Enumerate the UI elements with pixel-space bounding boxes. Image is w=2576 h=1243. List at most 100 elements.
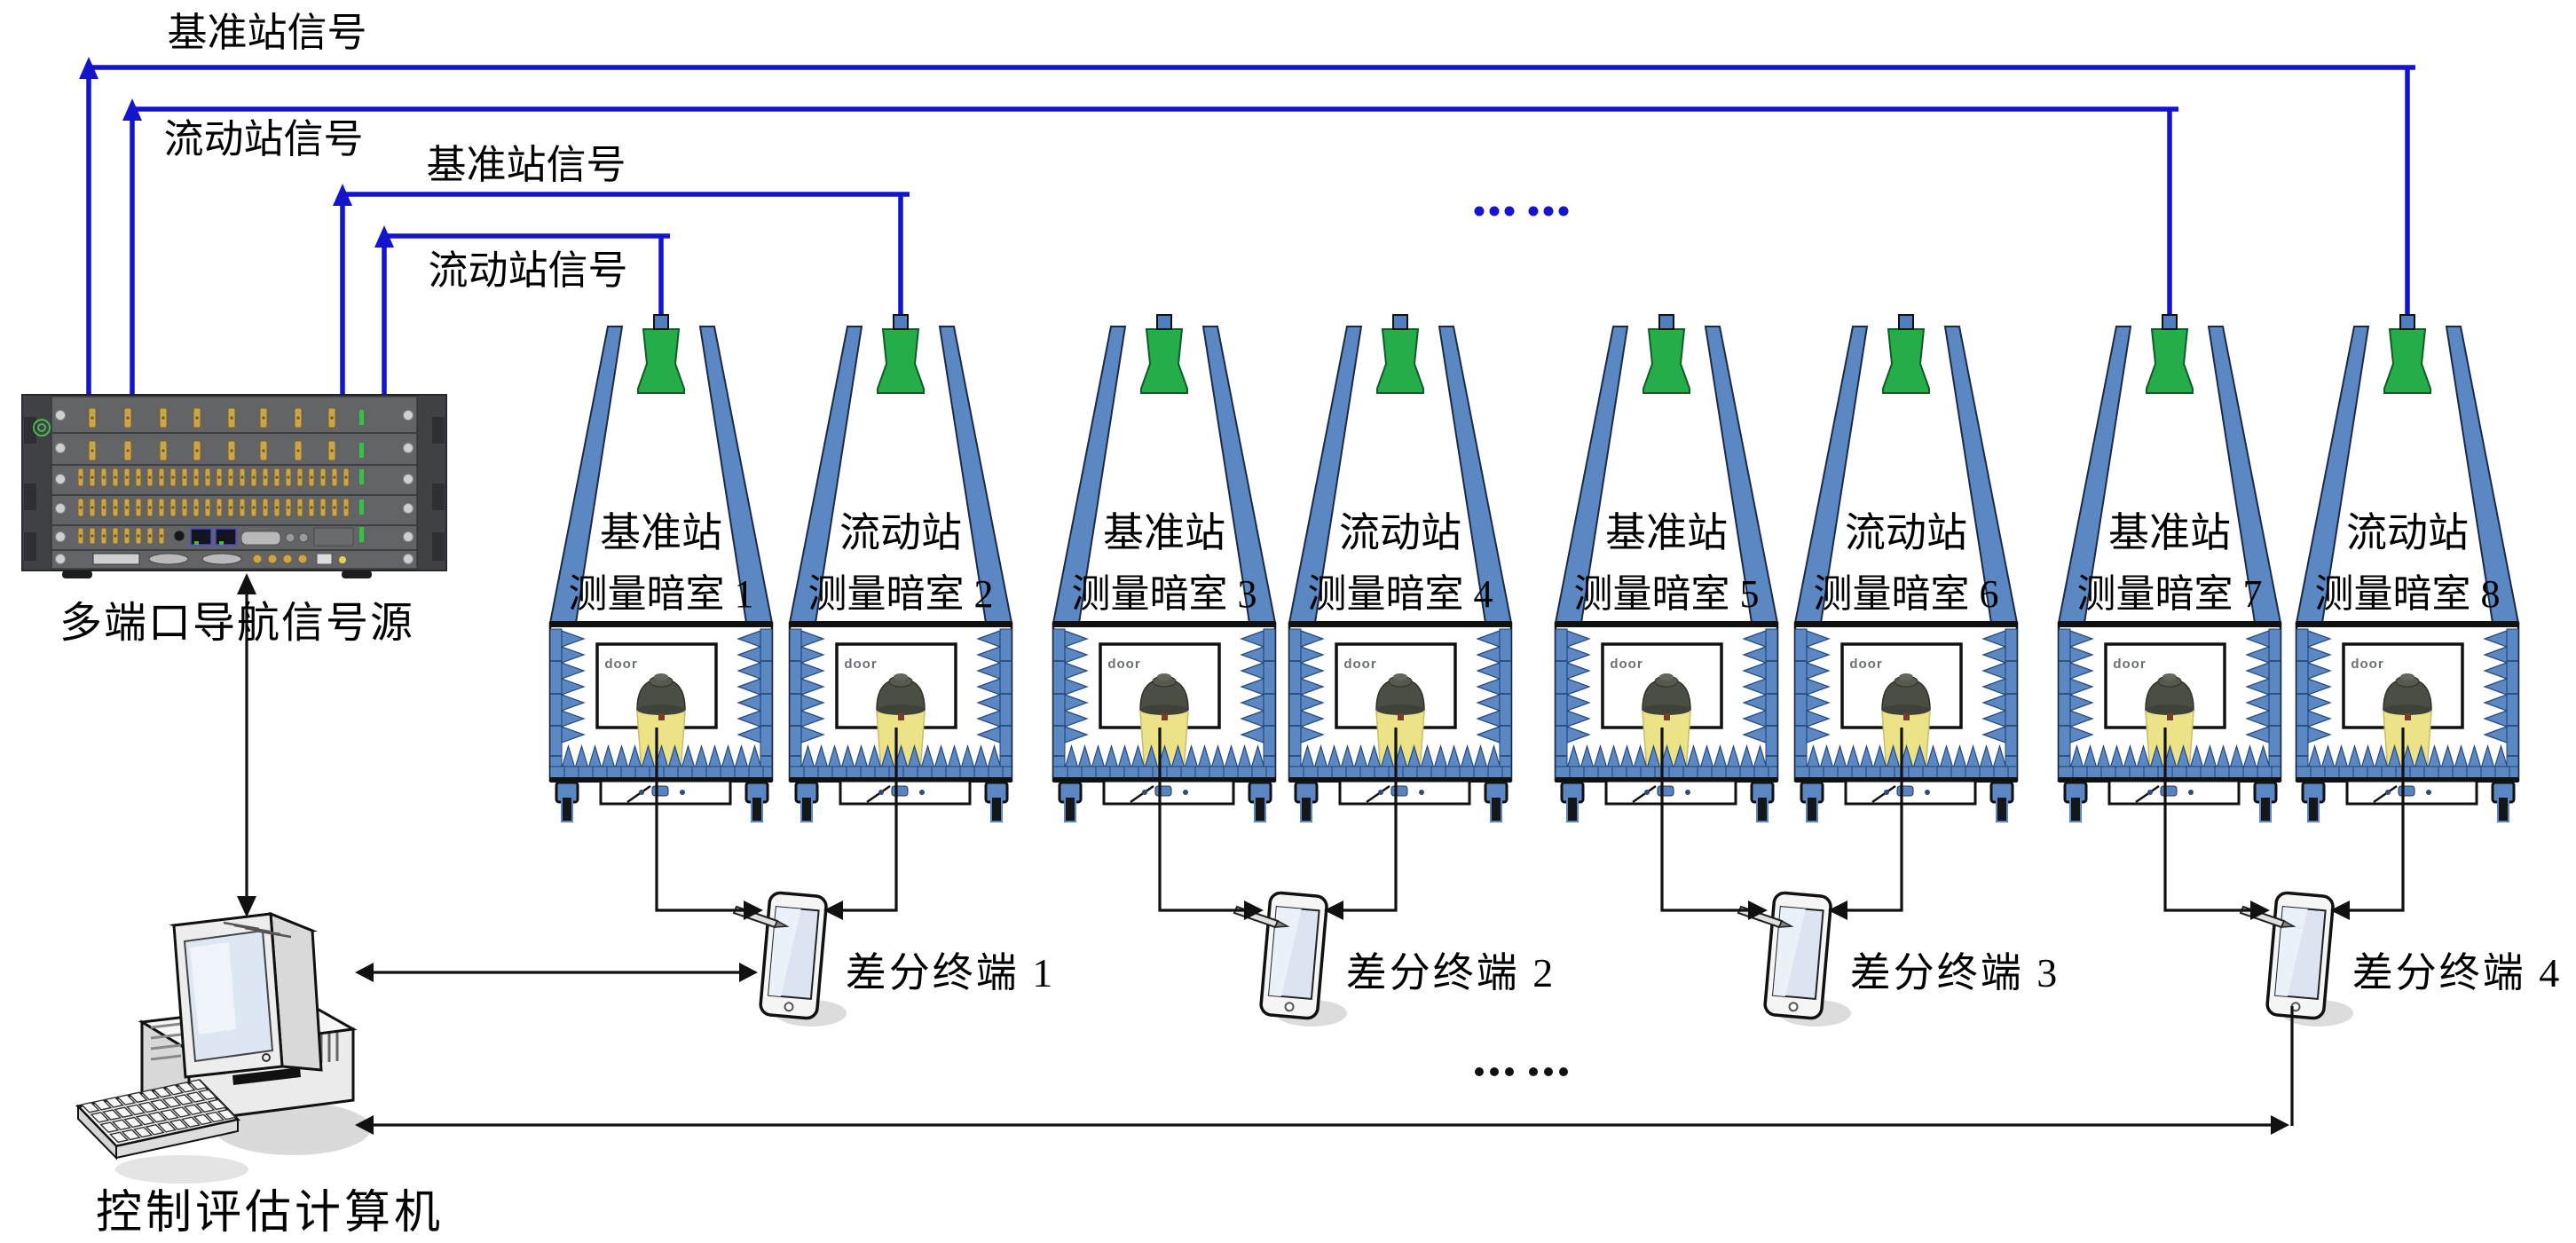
absorber-cone-icon xyxy=(1064,646,1089,664)
rf-port-pin xyxy=(217,506,221,509)
rf-port-pin xyxy=(296,449,300,452)
absorber-column xyxy=(549,628,563,778)
chamber-foot-wheel xyxy=(1254,796,1266,822)
receiver-tag xyxy=(1664,713,1670,720)
absorber-cone-icon xyxy=(976,662,1001,680)
rf-port-pin xyxy=(91,534,94,538)
door-label: door xyxy=(1107,657,1140,672)
absorber-cone-icon xyxy=(2307,646,2332,664)
rack-ear-notch xyxy=(432,417,445,444)
absorber-column xyxy=(2296,628,2309,778)
absorber-cone-icon xyxy=(2483,678,2508,696)
chamber-terminal-cable xyxy=(1660,728,1750,912)
chamber-station-label: 流动站 xyxy=(2346,510,2469,555)
thumbscrew-icon xyxy=(55,474,66,484)
chamber-box-top-edge xyxy=(2296,621,2518,627)
absorber-cone-icon xyxy=(800,710,825,728)
rf-port-pin xyxy=(206,476,209,479)
absorber-base-band xyxy=(1288,766,1512,779)
keyboard-key xyxy=(188,1079,209,1090)
rf-port-pin xyxy=(126,449,130,452)
power-logo-icon xyxy=(33,419,51,437)
terminal-label-1: 差分终端 1 xyxy=(846,950,1056,995)
absorber-cone-icon xyxy=(2483,662,2508,680)
ellipsis-bottom-dots xyxy=(1475,1067,1568,1076)
thumbscrew-icon xyxy=(403,474,414,484)
terminal-3 xyxy=(1737,891,1851,1027)
absorber-cone-icon xyxy=(976,694,1001,712)
tablet-body-group xyxy=(2265,891,2335,1020)
absorber-cone-icon xyxy=(1240,646,1264,664)
drawer-port-icon xyxy=(1657,785,1674,797)
receiver-base xyxy=(1642,704,1690,715)
dsub-port-icon xyxy=(148,553,189,565)
rf-port-pin xyxy=(148,534,152,538)
absorber-cone-icon xyxy=(2483,630,2508,648)
rf-port-pin xyxy=(137,506,140,509)
absorber-cone-icon xyxy=(2245,710,2270,728)
rf-port-pin xyxy=(161,449,165,452)
arrow-right-icon xyxy=(744,901,763,920)
rf-port-pin xyxy=(114,534,117,538)
absorber-cone-icon xyxy=(1806,662,1831,680)
rf-port-pin xyxy=(79,506,83,509)
rf-port-pin xyxy=(195,416,199,420)
rf-port-icon xyxy=(297,554,308,564)
absorber-column xyxy=(1288,628,1302,778)
absorber-cone-icon xyxy=(1806,694,1831,712)
keyboard-key xyxy=(145,1123,165,1136)
door-label: door xyxy=(2351,657,2383,672)
keyboard-key xyxy=(181,1116,201,1128)
rf-port-pin xyxy=(333,506,336,509)
arrow-left-icon xyxy=(355,963,374,982)
chamber-room-label: 测量暗室 6 xyxy=(1814,572,1999,616)
signal-label-4: 流动站信号 xyxy=(428,248,627,293)
keyboard-key xyxy=(176,1082,196,1093)
ellipsis-top-dots xyxy=(1474,206,1569,216)
thumbscrew-icon xyxy=(55,443,66,453)
ethernet-port-icon xyxy=(215,528,237,546)
receiver-base xyxy=(1140,704,1188,715)
absorber-cone-icon xyxy=(561,726,586,743)
absorber-cone-icon xyxy=(1806,630,1831,648)
rf-port-pin xyxy=(333,476,336,479)
arrow-right-icon xyxy=(1748,901,1768,920)
dot-icon xyxy=(1528,206,1539,216)
screen-glare xyxy=(190,942,236,1035)
absorber-cone-icon xyxy=(1806,710,1831,728)
stylus-tip xyxy=(1777,919,1794,928)
drawer-dot xyxy=(1378,790,1383,795)
absorber-cone-icon xyxy=(737,646,761,664)
terminal-label-3: 差分终端 3 xyxy=(1850,950,2060,995)
chamber-foot-wheel xyxy=(561,796,573,822)
keyboard-key xyxy=(217,1108,237,1121)
dot-icon xyxy=(1544,1067,1553,1076)
dot-icon xyxy=(1504,206,1515,216)
rf-port-pin xyxy=(91,506,94,509)
chamber-terminal-cable xyxy=(655,728,745,912)
absorber-cone-icon xyxy=(1566,630,1591,648)
keyboard-key xyxy=(205,1111,225,1123)
drawer-dot xyxy=(2385,790,2391,795)
case-vent xyxy=(150,1022,182,1029)
rf-port-icon xyxy=(282,554,293,564)
chamber-foot-wheel xyxy=(1566,796,1579,822)
status-led-icon xyxy=(359,500,364,515)
rf-port-pin xyxy=(91,416,94,420)
receiver-cap-top xyxy=(2400,673,2415,681)
thumbscrew-icon xyxy=(403,443,414,453)
absorber-cone-icon xyxy=(2307,678,2332,696)
keyboard-key xyxy=(149,1098,170,1111)
absorber-cone-icon xyxy=(800,726,825,743)
absorber-column xyxy=(1499,628,1512,778)
rf-port-pin xyxy=(194,476,198,479)
absorber-cone-icon xyxy=(1566,726,1591,743)
chamber-terminal-cable xyxy=(1158,728,1246,912)
chamber-box-top-edge xyxy=(1556,621,1777,627)
absorber-cone-icon xyxy=(1566,646,1591,664)
rf-port-pin xyxy=(275,506,279,509)
absorber-cone-icon xyxy=(561,694,586,712)
absorber-cone-icon xyxy=(2245,662,2270,680)
